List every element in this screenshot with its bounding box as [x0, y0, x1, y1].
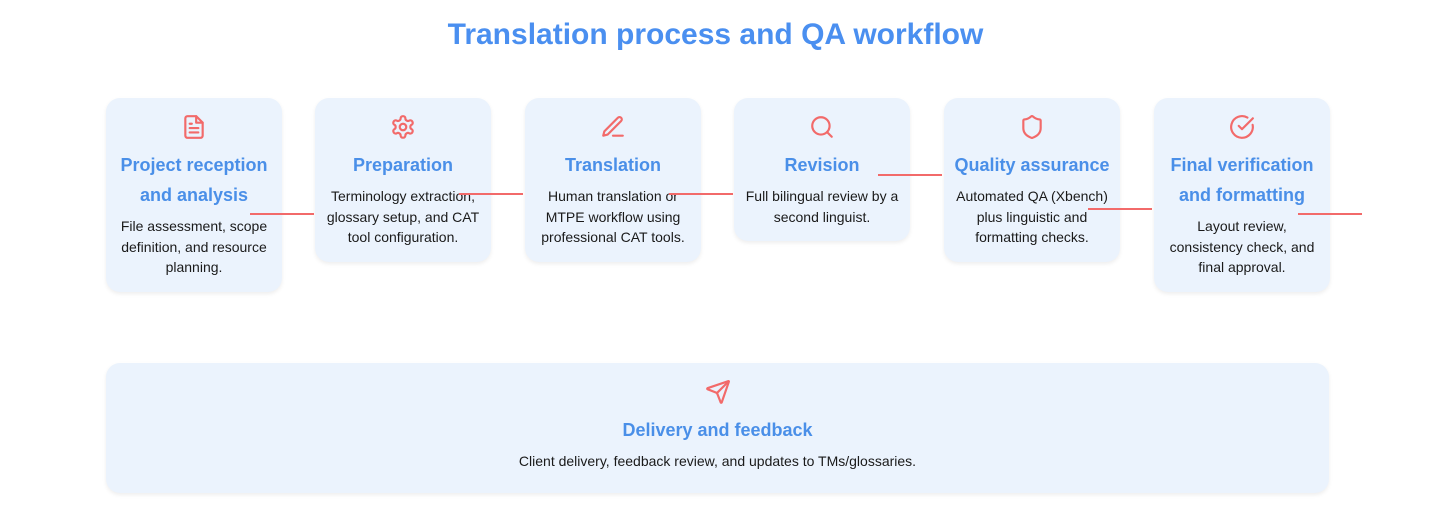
- step-title: Delivery and feedback: [622, 420, 813, 440]
- step-card-delivery-feedback: Delivery and feedback Client delivery, f…: [106, 363, 1329, 493]
- step-title: Preparation: [352, 155, 454, 175]
- step-description: Human translation or MTPE workflow using…: [541, 188, 685, 245]
- search-icon: [811, 116, 833, 138]
- send-icon: [705, 380, 730, 404]
- step-description: Layout review, consistency check, and fi…: [1169, 218, 1315, 275]
- connector-line: [878, 174, 942, 176]
- step-description: Automated QA (Xbench) plus linguistic an…: [956, 188, 1108, 245]
- gear-icon: [392, 115, 414, 139]
- step-card-translation: Translation Human translation or MTPE wo…: [525, 98, 701, 262]
- step-title: Revision: [784, 155, 860, 175]
- step-card-project-reception: Project reception and analysis File asse…: [106, 98, 282, 292]
- step-card-final-verification: Final verification and formatting Layout…: [1154, 98, 1330, 292]
- step-description: Terminology extraction, glossary setup, …: [326, 188, 480, 245]
- connector-line: [250, 213, 314, 215]
- page-title: Translation process and QA workflow: [447, 18, 984, 51]
- connector-line: [459, 193, 523, 195]
- step-title: Quality assurance: [954, 155, 1110, 175]
- step-card-preparation: Preparation Terminology extraction, glos…: [315, 98, 491, 262]
- step-description: Full bilingual review by a second lingui…: [745, 188, 899, 225]
- step-title: Project reception and analysis: [120, 155, 268, 205]
- step-card-quality-assurance: Quality assurance Automated QA (Xbench) …: [944, 98, 1120, 262]
- step-card-revision: Revision Full bilingual review by a seco…: [734, 98, 910, 241]
- step-title: Translation: [564, 155, 662, 175]
- connector-line: [669, 193, 733, 195]
- connector-line: [1298, 213, 1362, 215]
- document-icon: [184, 115, 204, 139]
- check-circle-icon: [1230, 115, 1254, 139]
- connector-line: [1088, 208, 1152, 210]
- step-description: File assessment, scope definition, and r…: [120, 218, 268, 275]
- shield-icon: [1022, 115, 1042, 139]
- step-title: Final verification and formatting: [1170, 155, 1314, 205]
- step-description: Client delivery, feedback review, and up…: [518, 453, 917, 469]
- pen-icon: [602, 116, 624, 137]
